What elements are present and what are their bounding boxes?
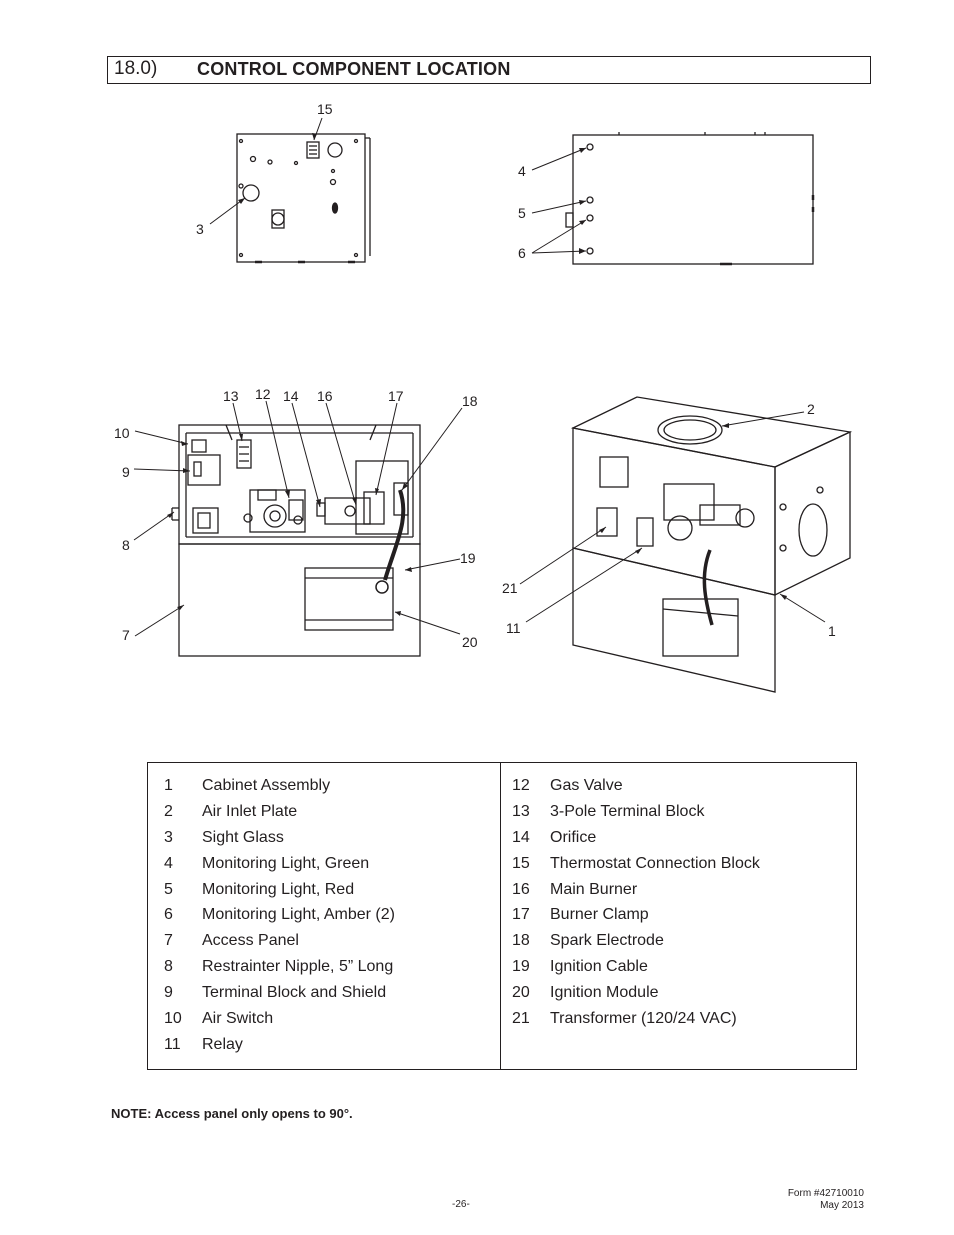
callout-21: 21	[502, 580, 518, 596]
front-panel-diagram: 4 5 6	[518, 132, 815, 266]
callout-7: 7	[122, 627, 130, 643]
section-title: CONTROL COMPONENT LOCATION	[197, 59, 511, 79]
callout-13: 13	[223, 388, 239, 404]
callout-17: 17	[388, 388, 404, 404]
side-view-diagram: 15 3	[196, 101, 371, 264]
callout-8: 8	[122, 537, 130, 553]
air-inlet-plate	[657, 415, 723, 445]
monitoring-light-amber-2	[586, 247, 594, 255]
callout-19: 19	[460, 550, 476, 566]
callout-20: 20	[462, 634, 478, 650]
callout-16: 16	[317, 388, 333, 404]
monitoring-light-green	[586, 143, 594, 151]
callout-15: 15	[317, 101, 333, 117]
sight-glass	[242, 184, 260, 202]
callout-3: 3	[196, 221, 204, 237]
callout-14: 14	[283, 388, 299, 404]
form-date: May 2013	[820, 1200, 864, 1211]
spark-electrode	[393, 482, 409, 516]
monitoring-light-red	[586, 196, 594, 204]
callout-18: 18	[462, 393, 478, 409]
callout-4: 4	[518, 163, 526, 179]
thermostat-block	[306, 141, 320, 159]
access-panel-open	[572, 547, 776, 693]
form-info: Form #42710010 May 2013	[788, 1188, 864, 1212]
relay	[192, 507, 219, 534]
page-number: -26-	[452, 1199, 470, 1210]
terminal-block-shield	[187, 454, 221, 486]
section-number: 18.0)	[114, 58, 158, 79]
callout-6: 6	[518, 245, 526, 261]
section-header: 18.0) CONTROL COMPONENT LOCATION	[107, 56, 871, 84]
table-divider	[500, 763, 501, 1069]
burner-clamp	[363, 491, 385, 525]
perspective-diagram: 2 1 21 11	[502, 396, 853, 693]
callout-12: 12	[255, 386, 271, 402]
ignition-cable	[383, 489, 406, 581]
air-switch	[191, 439, 207, 453]
access-panel-note: NOTE: Access panel only opens to 90°.	[111, 1106, 353, 1121]
transformer	[596, 507, 618, 537]
callout-10: 10	[114, 425, 130, 441]
callout-2: 2	[807, 401, 815, 417]
monitoring-light-amber-1	[586, 214, 594, 222]
form-number: Form #42710010	[787, 1188, 864, 1199]
callout-9: 9	[122, 464, 130, 480]
callout-1: 1	[828, 623, 836, 639]
gas-valve	[249, 489, 306, 533]
main-burner	[324, 497, 371, 525]
three-pole-terminal-block	[236, 439, 252, 469]
access-panel	[178, 543, 421, 657]
ignition-module	[304, 567, 394, 631]
ignition-module-perspective	[662, 598, 739, 657]
callout-5: 5	[518, 205, 526, 221]
callout-11: 11	[506, 620, 521, 636]
cabinet-right-side	[774, 430, 851, 597]
front-interior-diagram: 13 12 14 16 17 18 10 9 8 7 19 20	[114, 386, 478, 657]
